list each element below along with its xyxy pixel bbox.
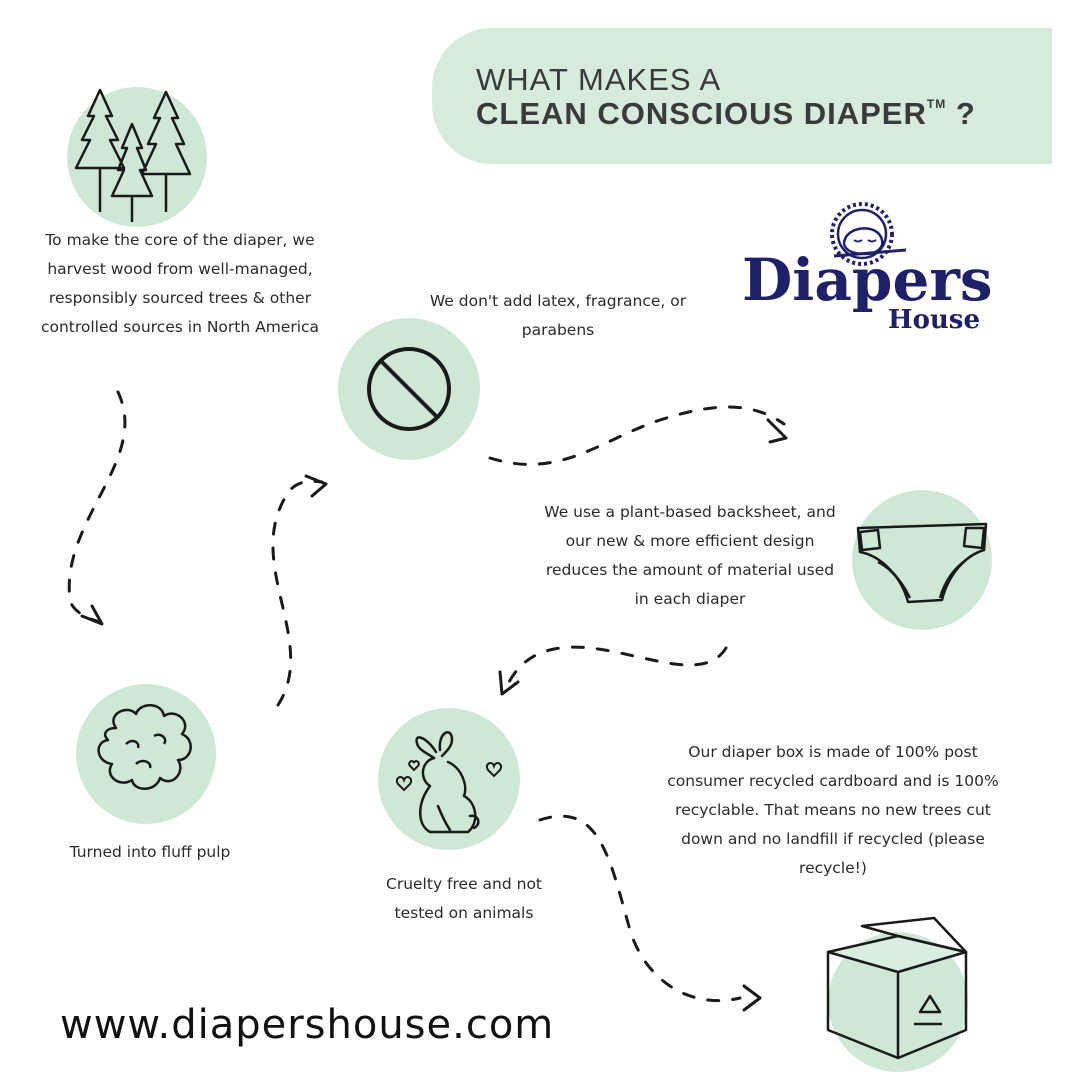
arrow-bunny-to-box xyxy=(538,814,742,1003)
logo-sub: House xyxy=(888,305,980,335)
header-banner xyxy=(432,28,1052,164)
trees-icon xyxy=(67,87,207,227)
arrowhead-4 xyxy=(498,670,520,696)
arrow-trees-to-pulp xyxy=(67,390,127,624)
step-text-no-additives: We don't add latex, fragrance, or parabe… xyxy=(429,292,687,339)
arrowhead-5 xyxy=(742,984,762,1012)
arrow-nosymbol-to-diaper xyxy=(488,405,786,466)
bunny-icon xyxy=(378,708,520,850)
arrowhead-1 xyxy=(80,604,104,626)
arrow-diaper-to-bunny xyxy=(503,645,728,692)
recycle-box-icon xyxy=(826,916,968,1072)
arrow-pulp-to-nosymbol xyxy=(271,479,324,707)
no-symbol-icon xyxy=(338,318,480,460)
arrowhead-3 xyxy=(766,418,788,444)
logo-name: Diapers xyxy=(742,246,993,314)
step-text-recycled-box: Our diaper box is made of 100% post cons… xyxy=(667,743,999,877)
page-title-line2: CLEAN CONSCIOUS DIAPERTM ? xyxy=(476,96,976,131)
step-text-cruelty-free: Cruelty free and not tested on animals xyxy=(386,875,542,922)
page-title-line1: WHAT MAKES A xyxy=(476,62,722,97)
website-url[interactable]: www.diapershouse.com xyxy=(60,1002,555,1048)
diapers-house-logo: Diapers House xyxy=(742,202,993,335)
fluff-pulp-icon xyxy=(76,684,216,824)
step-text-backsheet: We use a plant-based backsheet, and our … xyxy=(544,503,836,608)
diaper-icon xyxy=(852,490,992,630)
step-text-fluff-pulp: Turned into fluff pulp xyxy=(69,843,231,861)
arrowhead-2 xyxy=(304,474,328,498)
step-text-trees: To make the core of the diaper, we harve… xyxy=(40,231,320,336)
